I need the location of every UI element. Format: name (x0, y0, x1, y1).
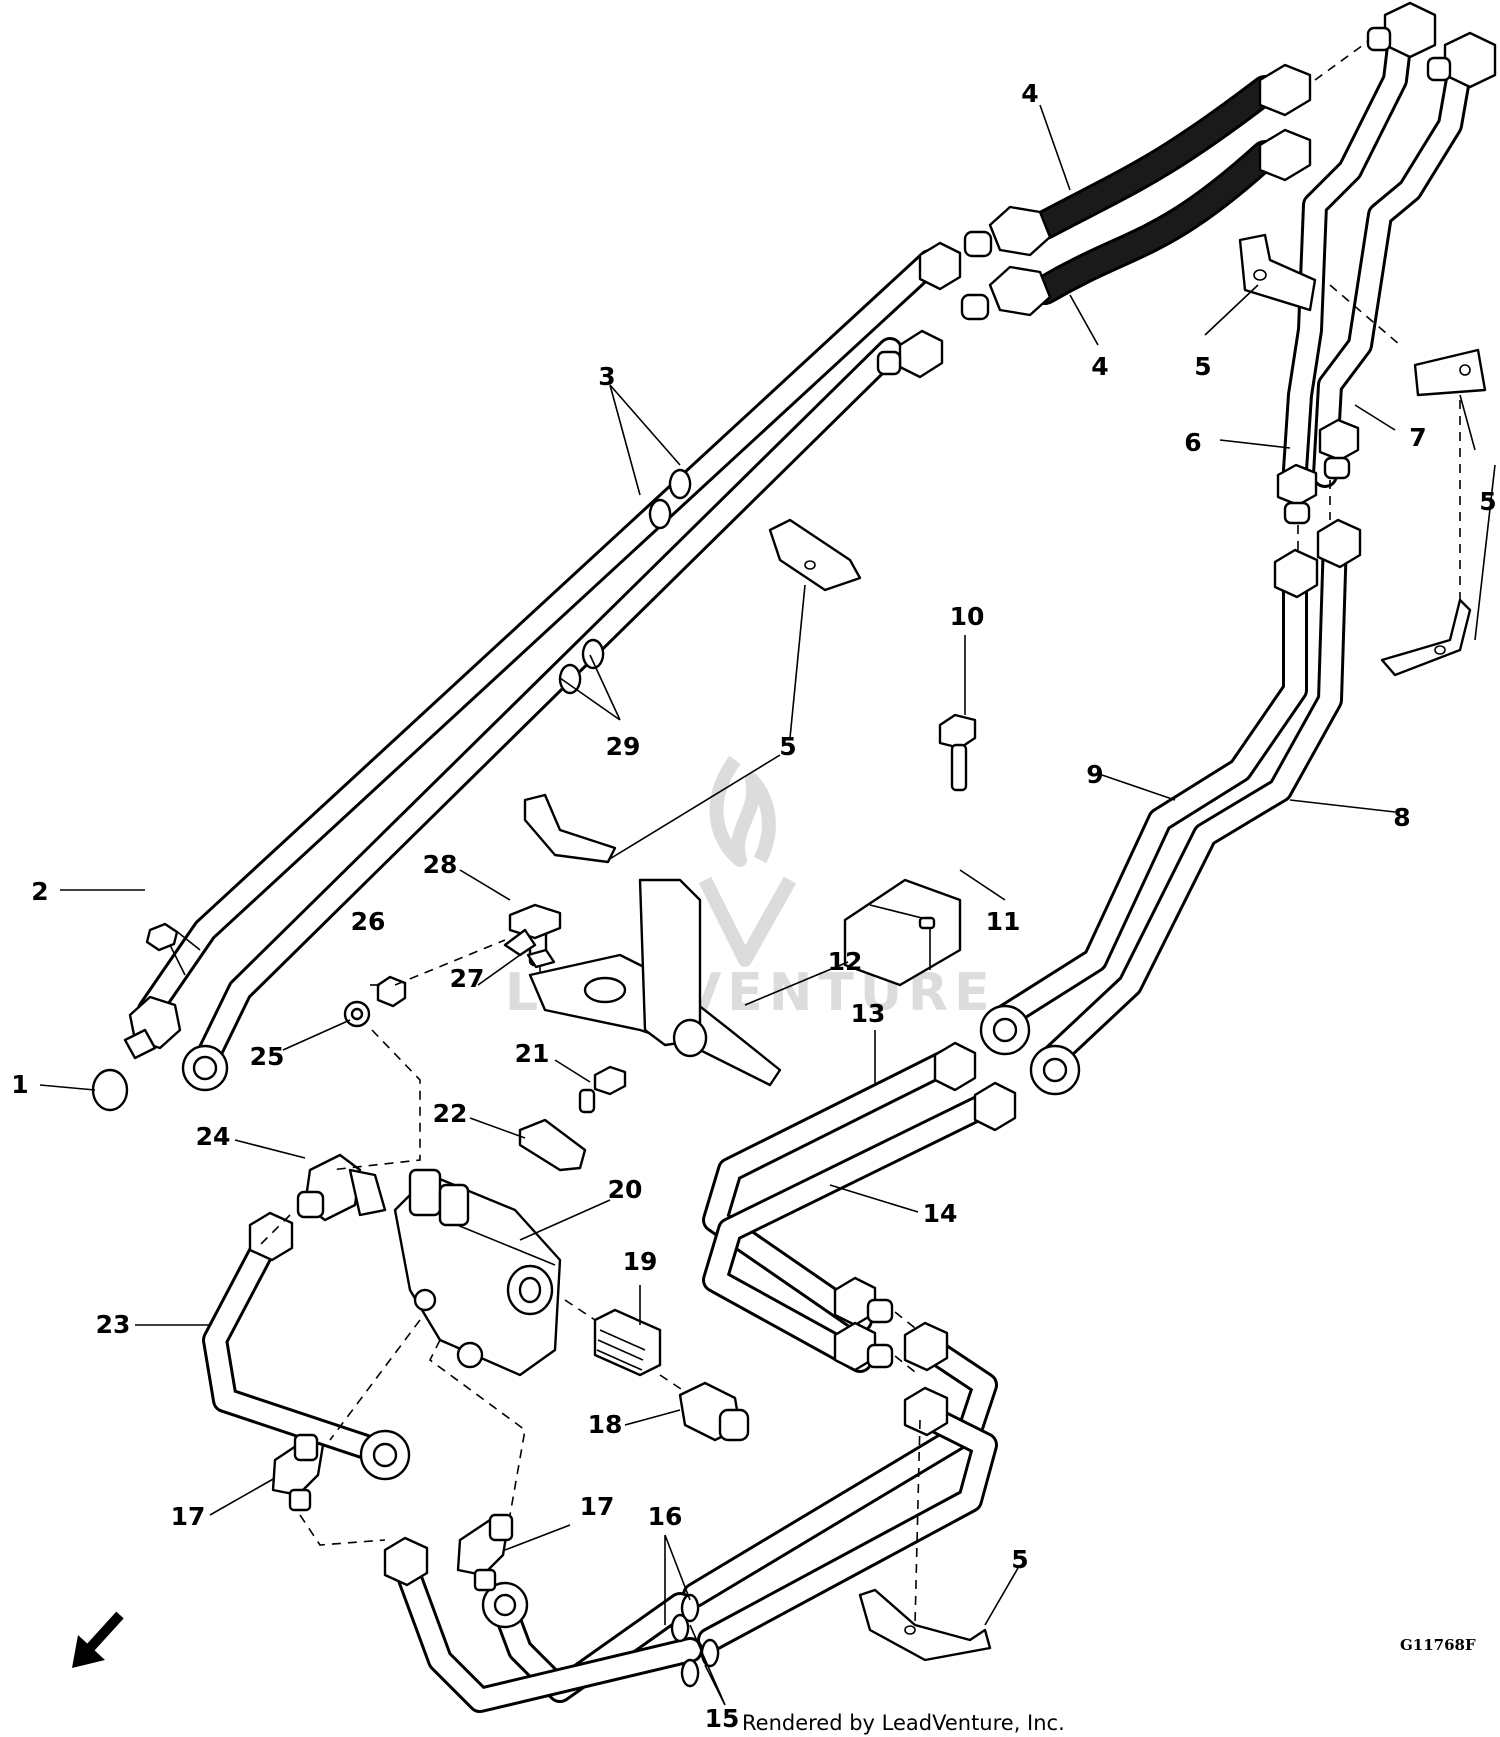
callout-6: 6 (1184, 428, 1201, 457)
hose-4-fittings (960, 63, 1312, 321)
tube-15-16-pair (392, 1332, 998, 1713)
plate-22 (518, 1118, 587, 1172)
callout-7: 7 (1409, 423, 1426, 452)
hose-4-connection-dash (1314, 39, 1371, 81)
callout-12: 12 (828, 947, 863, 976)
callout-5-middle: 5 (779, 732, 796, 761)
fitting-17-right (456, 1513, 514, 1592)
callout-8: 8 (1393, 803, 1410, 832)
fitting-17-left (271, 1433, 325, 1512)
tube-13-14-pair (702, 1047, 998, 1373)
tube-8-9-fittings (979, 518, 1362, 1096)
callout-3: 3 (598, 362, 615, 391)
washer-25 (343, 1000, 371, 1028)
callout-18: 18 (588, 1410, 623, 1439)
clamp-28 (503, 903, 562, 957)
tube-3-break-marks (558, 468, 692, 695)
tube-14-connection-dash (894, 1311, 921, 1377)
bracket-12 (528, 878, 782, 1087)
callout-19: 19 (623, 1247, 658, 1276)
tube-6-7-connection-dash (1297, 480, 1331, 560)
clamp-5-c (1238, 233, 1317, 312)
callout-20: 20 (608, 1175, 643, 1204)
cap-1 (91, 1068, 129, 1112)
hose-4-pair (1030, 75, 1280, 305)
figure-code: G11768F (1400, 1636, 1476, 1654)
tube-8-9-pair (987, 527, 1348, 1073)
spring-19 (593, 1308, 662, 1377)
callout-1: 1 (11, 1070, 28, 1099)
fitting-17-right-dash (428, 1339, 526, 1516)
callout-26: 26 (351, 907, 386, 936)
tube-13-14-fittings (833, 1041, 1017, 1372)
plug-18 (678, 1381, 750, 1442)
callout-28: 28 (423, 850, 458, 879)
callout-21: 21 (515, 1039, 550, 1068)
clamp-5-b (523, 793, 617, 864)
tube-6-7-pair (1282, 25, 1473, 488)
callout-13: 13 (851, 999, 886, 1028)
tube-end-nuts-left (123, 995, 229, 1092)
callout-4-top: 4 (1021, 79, 1038, 108)
callout-17-left: 17 (171, 1502, 206, 1531)
callout-5-upper: 5 (1194, 352, 1211, 381)
clamp-5-dash-lines (914, 284, 1461, 1626)
bolt-10 (938, 713, 977, 792)
callout-5-right: 5 (1479, 487, 1496, 516)
clamp-5-d (1413, 348, 1487, 397)
callout-29: 29 (606, 732, 641, 761)
fitting-24-connection-dash (259, 1214, 291, 1246)
callout-14: 14 (923, 1199, 958, 1228)
callout-5-bottom: 5 (1011, 1545, 1028, 1574)
callout-16: 16 (648, 1502, 683, 1531)
leadventure-logo-icon (698, 755, 797, 967)
screw-21 (578, 1065, 627, 1114)
elbow-fitting-24 (296, 1153, 387, 1222)
callout-numbers: 1 2 3 4 4 5 5 5 5 5 5 6 7 8 9 10 11 12 1… (11, 79, 1496, 1733)
valve-block-20 (393, 1168, 562, 1377)
tube-6-7-bottom-fittings (1276, 418, 1360, 525)
direction-arrow-icon (72, 1611, 124, 1668)
render-credit: Rendered by LeadVenture, Inc. (742, 1711, 1065, 1735)
clamp-5-f (858, 1588, 992, 1662)
spring-19-connection-dash (564, 1299, 691, 1396)
tube-23 (202, 1211, 411, 1481)
callout-15: 15 (705, 1704, 740, 1733)
clamp-5-a (768, 518, 862, 592)
callout-2: 2 (31, 877, 48, 906)
callout-11: 11 (986, 907, 1021, 936)
callout-23: 23 (96, 1310, 131, 1339)
leader-lines (39, 104, 1496, 1706)
clamp-5-e (1380, 598, 1472, 677)
callout-25: 25 (250, 1042, 285, 1071)
elbow-fittings-top-right (1366, 1, 1497, 89)
tube-15-16-fittings (383, 1321, 949, 1688)
clip-11 (843, 878, 962, 987)
callout-10: 10 (950, 602, 985, 631)
tube-3-top-fittings (876, 241, 962, 379)
screw-2 (145, 922, 201, 976)
callout-17-right: 17 (580, 1492, 615, 1521)
callout-9: 9 (1086, 760, 1103, 789)
callout-4-bottom: 4 (1091, 352, 1108, 381)
fitting-17-left-dash (299, 1514, 386, 1546)
nut-26 (376, 975, 407, 1008)
callout-27: 27 (450, 964, 485, 993)
callout-24: 24 (196, 1122, 231, 1151)
valve-to-23-dash (329, 1319, 421, 1441)
callout-22: 22 (433, 1099, 468, 1128)
